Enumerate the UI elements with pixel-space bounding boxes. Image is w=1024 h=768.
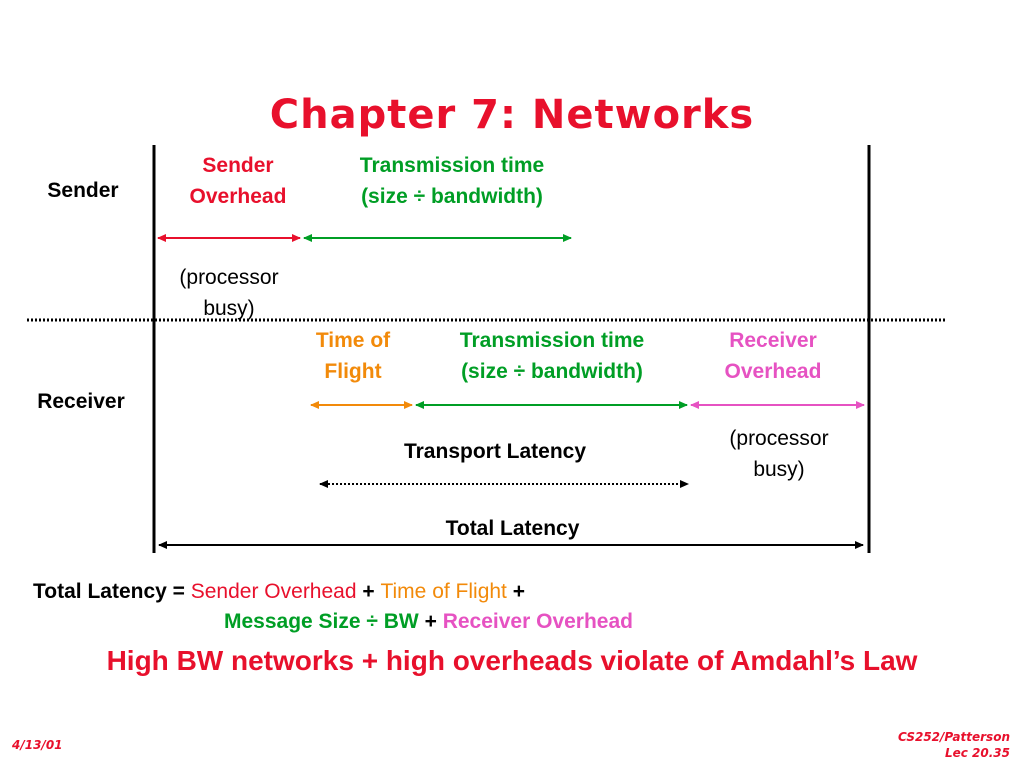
- sender-busy-line2: busy): [203, 297, 255, 320]
- sender-busy-line1: (processor: [179, 266, 279, 289]
- time-of-flight-line1: Time of: [315, 329, 391, 352]
- formula-time-of-flight: Time of Flight: [380, 580, 507, 603]
- latency-formula-line1: Total Latency = Sender Overhead + Time o…: [33, 576, 525, 607]
- sender-transmission-line1: Transmission time: [359, 154, 545, 177]
- formula-plus-2: +: [506, 580, 525, 603]
- receiver-busy-line1: (processor: [729, 427, 829, 450]
- receiver-overhead-label: Receiver Overhead: [700, 325, 846, 387]
- time-of-flight-line2: Flight: [324, 360, 382, 383]
- footer-date: 4/13/01: [12, 738, 63, 752]
- page-title: Chapter 7: Networks: [269, 92, 755, 138]
- formula-message-size: Message Size ÷ BW: [224, 610, 419, 633]
- footer-course: CS252/Patterson: [897, 730, 1010, 744]
- time-of-flight-label: Time of Flight: [298, 325, 408, 387]
- formula-sender-overhead: Sender Overhead: [190, 580, 357, 603]
- formula-receiver-overhead: Receiver Overhead: [442, 610, 633, 633]
- receiver-transmission-line1: Transmission time: [459, 329, 645, 352]
- receiver-transmission-line2: (size ÷ bandwidth): [461, 360, 643, 383]
- formula-lhs: Total Latency =: [33, 580, 191, 603]
- sender-overhead-label: Sender Overhead: [168, 150, 308, 212]
- formula-plus-1: +: [356, 580, 381, 603]
- sender-transmission-label: Transmission time (size ÷ bandwidth): [322, 150, 582, 212]
- sender-row-label: Sender: [47, 179, 119, 202]
- sender-transmission-line2: (size ÷ bandwidth): [361, 185, 543, 208]
- receiver-row-label: Receiver: [37, 390, 125, 413]
- receiver-busy-line2: busy): [753, 458, 805, 481]
- total-latency-label: Total Latency: [445, 517, 580, 540]
- footer-lecture: Lec 20.35: [944, 746, 1010, 760]
- sender-processor-busy-note: (processor busy): [158, 262, 300, 324]
- sender-overhead-line2: Overhead: [189, 185, 287, 208]
- amdahl-headline: High BW networks + high overheads violat…: [106, 645, 918, 676]
- transport-latency-label: Transport Latency: [403, 440, 587, 463]
- receiver-overhead-line1: Receiver: [729, 329, 817, 352]
- receiver-overhead-line2: Overhead: [724, 360, 822, 383]
- sender-overhead-line1: Sender: [202, 154, 274, 177]
- footer-course-info: CS252/Patterson Lec 20.35: [898, 729, 1010, 761]
- receiver-transmission-label: Transmission time (size ÷ bandwidth): [420, 325, 684, 387]
- receiver-processor-busy-note: (processor busy): [708, 423, 850, 485]
- formula-plus-3: +: [418, 610, 443, 633]
- latency-formula-line2: Message Size ÷ BW + Receiver Overhead: [224, 606, 633, 637]
